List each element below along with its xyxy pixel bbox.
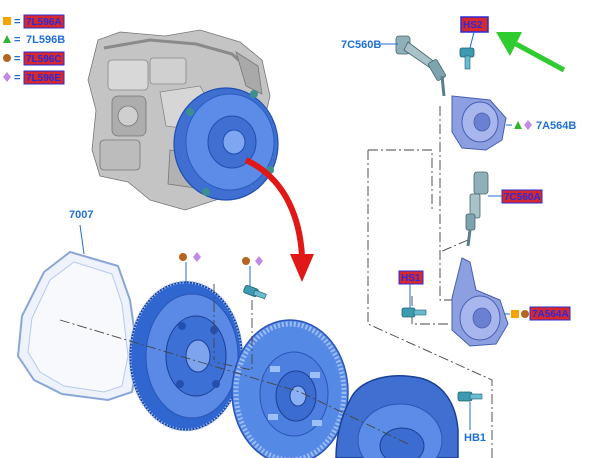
part-label-line-mid: 7C560A [504,192,541,203]
part-label-bearing-bottom: 7A564A [532,309,569,320]
attention-arrow-green [496,32,566,73]
legend-row-4: = 7L596E [3,70,65,85]
legend-equals: = [14,34,20,46]
part-label-bearing-top: 7A564B [536,120,576,132]
diamond-symbol-icon [3,72,11,82]
highlight-box [460,16,489,33]
bolt-flywheel [243,285,267,300]
part-label-bolt-top: HS2 [463,20,483,31]
legend-equals: = [14,16,20,28]
part-label-bolt-mid-group: HS1 [398,270,424,308]
hydraulic-line-mid [465,171,489,247]
legend-row-3: = 7L596C [3,51,65,66]
bolt-mid [401,307,427,318]
bolt-bottom [457,391,483,402]
highlight-box [398,270,424,285]
part-label-bearing-bottom-group: 7A564A [504,306,571,321]
hydraulic-line-top [395,35,446,97]
flywheel-markers [179,252,201,286]
highlight-box [529,306,571,321]
highlight-box [23,14,65,29]
legend-row-2: = 7L596B [3,34,65,46]
bolt-top [459,47,475,70]
part-label-line-mid-group: 7C560A [488,189,543,204]
part-label-bolt-mid: HS1 [401,273,421,284]
highlight-box [23,51,65,66]
legend-equals: = [14,72,20,84]
highlight-box [23,70,65,85]
triangle-symbol-icon [3,35,11,43]
part-label-bolt-top-group: HS2 [460,16,489,49]
part-label-slave-line: 7C560B [341,39,381,51]
part-label-bearing-top-group: 7A564B [506,120,576,132]
pressure-plate-installed [173,87,279,201]
legend-equals: = [14,53,20,65]
slave-cylinder-bottom [451,257,509,347]
circle-symbol-icon [3,54,11,62]
flywheel-part [128,280,244,432]
bolt-flywheel-markers [242,256,263,286]
legend-label-3: 7L596C [26,54,62,65]
gasket-part [16,224,140,402]
legend-label-4: 7L596E [26,73,61,84]
square-symbol-icon [511,310,519,318]
part-label-bolt-bottom-group: HB1 [464,402,486,444]
part-label-bolt-bottom: HB1 [464,432,486,444]
legend-row-1: = 7L596A [3,14,65,29]
square-symbol-icon [3,17,11,25]
assembly-arrow-red [244,157,314,282]
legend-label-1: 7L596A [26,17,62,28]
part-label-seal: 7007 [69,209,93,221]
legend-label-2: 7L596B [26,34,65,46]
slave-cylinder-top [451,95,507,151]
pressure-plate-part [335,375,459,458]
legend: = 7L596A = 7L596B = 7L596C = 7L596E [3,14,65,85]
